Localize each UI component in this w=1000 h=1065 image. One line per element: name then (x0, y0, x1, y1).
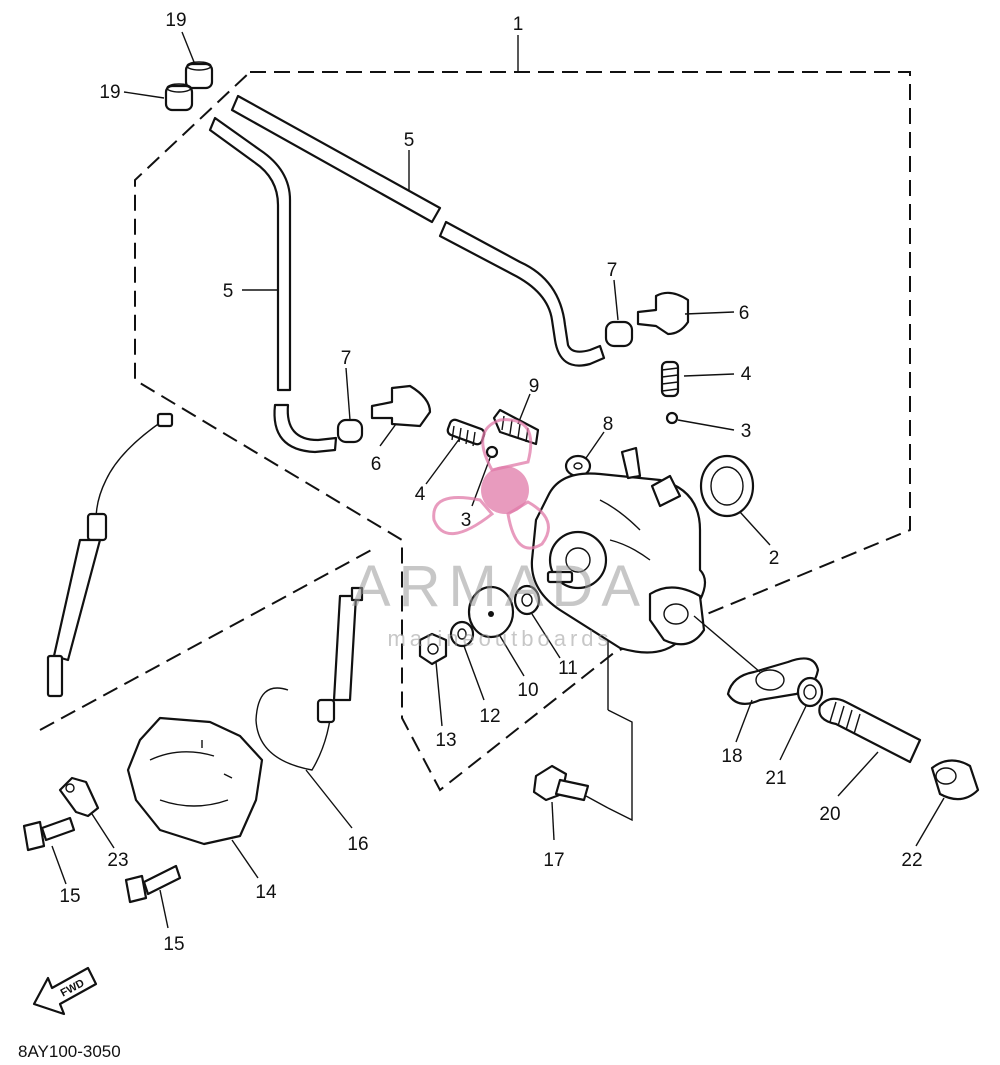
part-4-spring-right (660, 360, 680, 398)
callout-17: 17 (543, 850, 564, 871)
pump-body (530, 446, 707, 654)
part-21-o-ring (796, 676, 824, 708)
forward-arrow-icon: FWD (32, 966, 98, 1016)
callout-12: 12 (479, 706, 500, 727)
watermark-tagline: marineoutboards (387, 626, 612, 651)
callout-19: 19 (165, 10, 186, 31)
callout-23: 23 (107, 850, 128, 871)
propeller-logo-icon (432, 418, 550, 550)
callout-5: 5 (404, 130, 415, 151)
part-7-clip-right (604, 320, 634, 348)
part-19-collar-lower (164, 83, 194, 112)
callout-19: 19 (99, 82, 120, 103)
part-7-clip-left (336, 418, 364, 444)
callout-16: 16 (347, 834, 368, 855)
part-2-oil-seal (699, 454, 755, 518)
part-11-washer (513, 584, 541, 616)
callout-4: 4 (415, 484, 426, 505)
part-13-nut (418, 632, 448, 666)
part-5-hose-long (230, 94, 606, 367)
callout-3: 3 (461, 510, 472, 531)
part-6-elbow-right (636, 291, 690, 336)
part-4-spring-left (446, 418, 486, 447)
callout-11: 11 (558, 658, 578, 679)
diagram-code: 8AY100-3050 (18, 1042, 121, 1061)
callout-15: 15 (59, 886, 80, 907)
part-20-shaft (818, 697, 922, 764)
part-10-impeller-plate (467, 585, 515, 639)
callout-labels: 19 19 5 5 7 7 6 6 4 4 3 3 9 8 2 10 11 12… (59, 10, 922, 955)
callout-6: 6 (739, 303, 750, 324)
callout-13: 13 (435, 730, 456, 751)
callout-9: 9 (529, 376, 540, 397)
callout-22: 22 (901, 850, 922, 871)
callout-5: 5 (223, 281, 234, 302)
callout-3: 3 (741, 421, 752, 442)
callout-21: 21 (765, 768, 786, 789)
speedometer-cable (46, 412, 174, 698)
part-22-cap (930, 759, 980, 801)
callout-7: 7 (341, 348, 352, 369)
part-6-elbow-left (370, 384, 432, 428)
watermark: ARMADA marineoutboards (352, 418, 648, 651)
part-18-gasket (726, 657, 820, 705)
part-3-ball-right (665, 411, 679, 425)
part-17-bolt (532, 764, 590, 802)
part-12-washer (449, 620, 475, 648)
part-15-bolt-upper (22, 816, 76, 852)
callout-4: 4 (741, 364, 752, 385)
watermark-brand: ARMADA (352, 554, 648, 619)
part-16-cable (255, 586, 364, 771)
callout-20: 20 (819, 804, 840, 825)
callout-6: 6 (371, 454, 382, 475)
part-23-bracket (58, 776, 100, 818)
callout-18: 18 (721, 746, 742, 767)
callout-7: 7 (607, 260, 618, 281)
group-boundary: 1 (39, 14, 911, 792)
callout-8: 8 (603, 414, 614, 435)
part-5-hose-left (208, 116, 338, 454)
part-3-ball-left (485, 445, 499, 459)
callout-14: 14 (255, 882, 277, 903)
callout-15: 15 (163, 934, 184, 955)
part-15-bolt-lower (124, 864, 182, 904)
part-14-cover (126, 716, 264, 846)
callout-2: 2 (769, 548, 780, 569)
callout-10: 10 (517, 680, 538, 701)
part-19-collar-upper (184, 61, 214, 90)
group-marker: 1 (513, 14, 524, 35)
